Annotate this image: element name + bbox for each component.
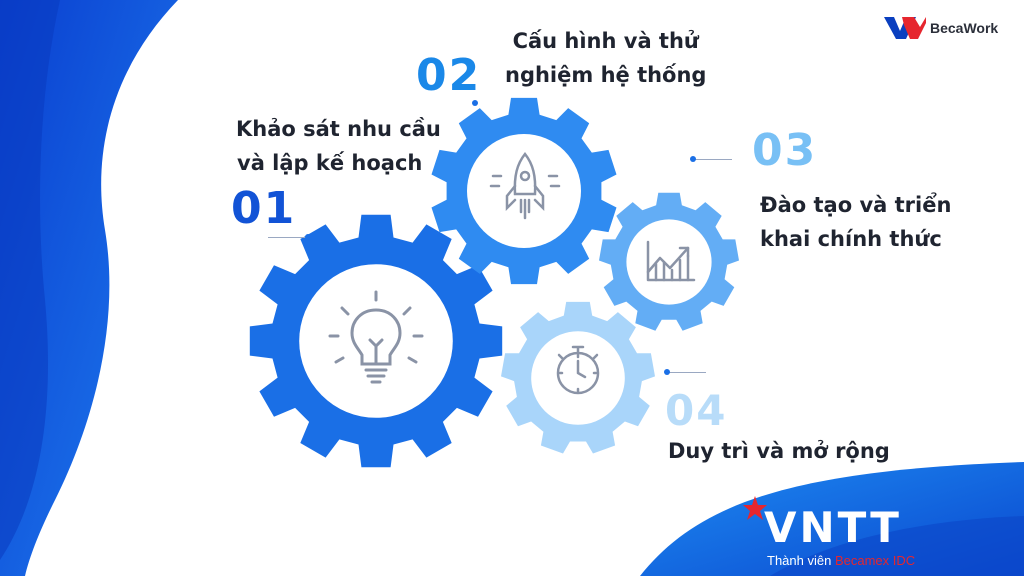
step-label-02: Cấu hình và thử nghiệm hệ thống bbox=[505, 24, 706, 92]
connector-line-03 bbox=[692, 159, 732, 160]
step-label-01-line1: Khảo sát nhu cầu bbox=[236, 117, 441, 141]
becawork-logo-text: BecaWork bbox=[930, 20, 999, 36]
becawork-logo: BecaWork bbox=[884, 17, 998, 39]
gear-step-04 bbox=[501, 301, 655, 454]
step-label-04: Duy trì và mở rộng bbox=[668, 434, 890, 468]
connector-line-04 bbox=[666, 372, 706, 373]
gear-step-02 bbox=[431, 97, 617, 285]
step-label-01: Khảo sát nhu cầu và lập kế hoạch bbox=[236, 112, 441, 180]
lightbulb-icon bbox=[328, 290, 424, 384]
step-number-04: 04 bbox=[665, 386, 728, 435]
step-label-01-line2: và lập kế hoạch bbox=[237, 151, 423, 175]
star-icon bbox=[743, 496, 767, 520]
connector-dot-03 bbox=[690, 156, 696, 162]
gear-step-01 bbox=[249, 214, 503, 468]
stopwatch-icon bbox=[556, 345, 600, 395]
becawork-logo-mark bbox=[884, 17, 926, 39]
connector-dot-01 bbox=[305, 234, 311, 240]
rocket-icon bbox=[489, 151, 561, 220]
step-number-01: 01 bbox=[231, 183, 297, 234]
growth-chart-icon bbox=[646, 240, 696, 282]
step-label-04-line1: Duy trì và mở rộng bbox=[668, 439, 890, 463]
connector-dot-02 bbox=[472, 100, 478, 106]
step-label-02-line1: Cấu hình và thử bbox=[512, 29, 699, 53]
step-label-03-line1: Đào tạo và triển bbox=[760, 193, 952, 217]
step-label-03: Đào tạo và triển khai chính thức bbox=[760, 188, 951, 256]
vntt-member-org: Becamex IDC bbox=[834, 553, 916, 568]
step-number-03: 03 bbox=[752, 125, 818, 176]
vntt-member-line: Thành viên Becamex IDC bbox=[767, 553, 915, 568]
gear-step-03 bbox=[599, 192, 739, 331]
step-label-02-line2: nghiệm hệ thống bbox=[505, 63, 707, 87]
step-number-02: 02 bbox=[416, 50, 482, 101]
connector-line-01 bbox=[268, 237, 308, 238]
step-label-03-line2: khai chính thức bbox=[760, 227, 942, 251]
vntt-logo-text: VNTT bbox=[764, 503, 902, 552]
vntt-member-prefix: Thành viên bbox=[767, 553, 832, 568]
connector-dot-04 bbox=[664, 369, 670, 375]
